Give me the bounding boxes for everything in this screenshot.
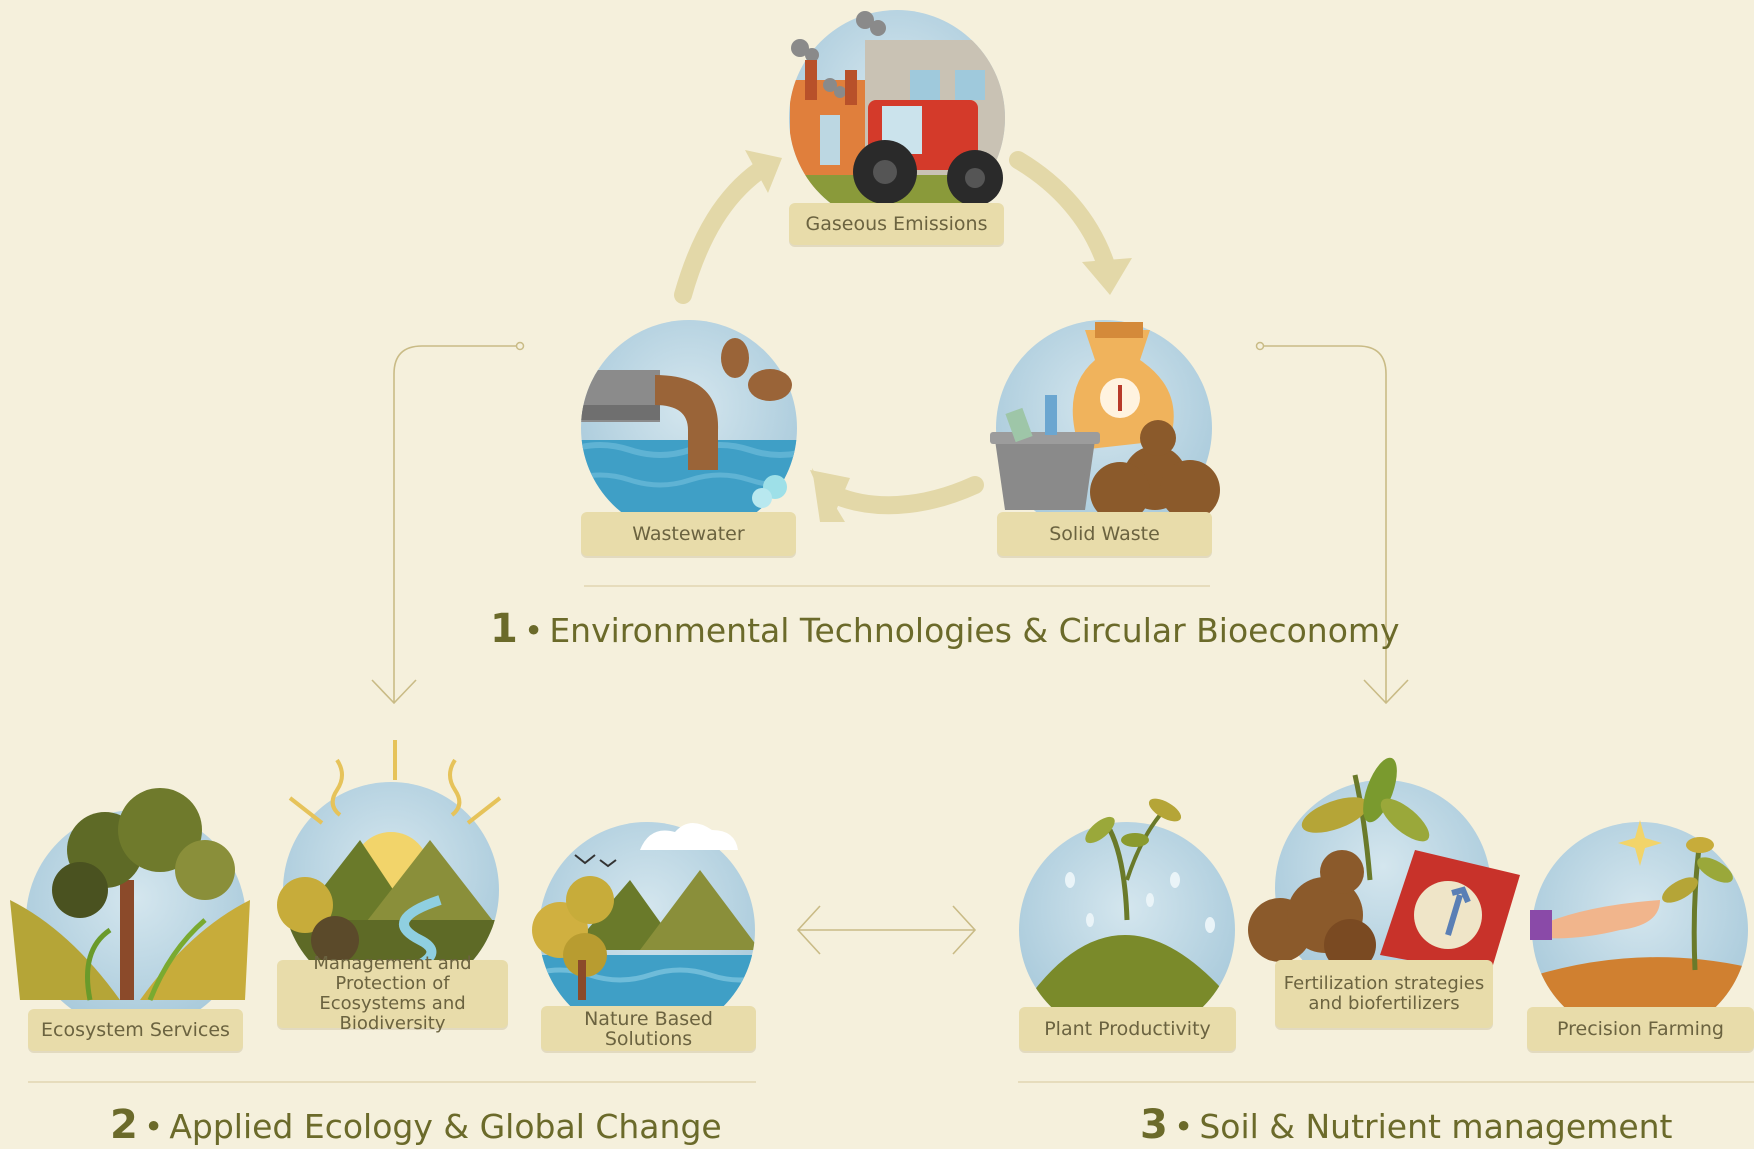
section1-title: 1•Environmental Technologies & Circular …: [490, 606, 1400, 652]
solid-waste-label: Solid Waste: [997, 512, 1212, 556]
ecosystem-services-illustration: [10, 788, 250, 1030]
management-label: Management and Protection of Ecosystems …: [277, 954, 508, 1034]
cycle-arrow-wastewater-to-gaseous: [674, 161, 769, 304]
fertilization-illustration: [1248, 757, 1520, 996]
section1-number: 1: [490, 606, 518, 652]
section3-number: 3: [1140, 1102, 1168, 1148]
connector-arrowhead-2: [371, 679, 417, 705]
ecosystem-services-label: Ecosystem Services: [28, 1009, 243, 1051]
connector-to-section3: [1260, 345, 1387, 702]
plant-productivity-label: Plant Productivity: [1019, 1007, 1236, 1051]
cycle-arrowhead-up: [745, 150, 782, 193]
gaseous-emissions-illustration: [789, 10, 1005, 226]
cycle-arrow-solid-to-wastewater: [826, 476, 984, 515]
solid-waste-illustration: [990, 320, 1220, 536]
cycle-arrow-gaseous-to-solid: [1009, 151, 1114, 271]
connector-to-section2: [393, 345, 520, 702]
section2-title-text: Applied Ecology & Global Change: [169, 1107, 722, 1146]
section1-title-text: Environmental Technologies & Circular Bi…: [549, 611, 1400, 650]
section2-title: 2•Applied Ecology & Global Change: [110, 1102, 722, 1148]
wastewater-label: Wastewater: [581, 512, 796, 556]
section3-title-text: Soil & Nutrient management: [1199, 1107, 1673, 1146]
fertilization-label: Fertilization strategies and biofertiliz…: [1275, 960, 1493, 1028]
precision-farming-label: Precision Farming: [1527, 1007, 1754, 1051]
nature-based-solutions-label: Nature Based Solutions: [541, 1006, 756, 1051]
double-arrow: [796, 905, 977, 955]
plant-productivity-illustration: [1019, 798, 1235, 1038]
management-illustration: [277, 740, 502, 998]
section3-title: 3•Soil & Nutrient management: [1140, 1102, 1673, 1148]
connector-arrowhead-3: [1363, 679, 1409, 705]
gaseous-emissions-label: Gaseous Emissions: [789, 203, 1004, 245]
cycle-arrowhead-down: [1082, 258, 1132, 295]
section2-number: 2: [110, 1102, 138, 1148]
